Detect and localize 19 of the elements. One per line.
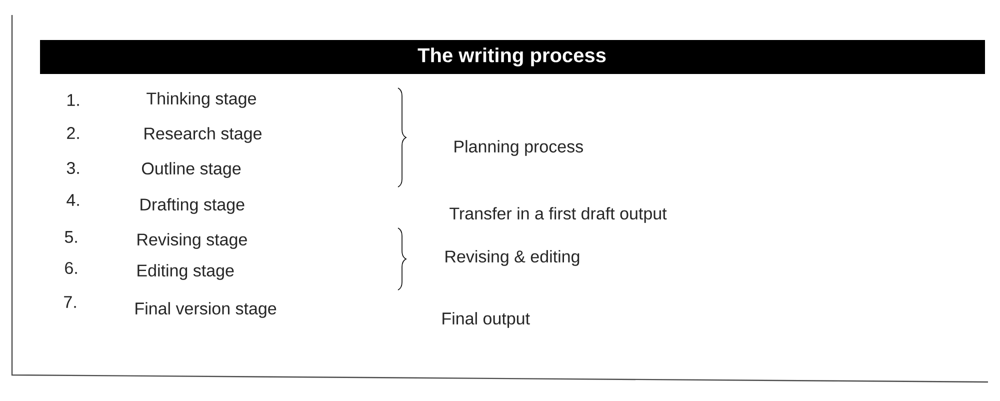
title-band: The writing process [40,40,985,74]
group-label: Planning process [454,140,583,156]
transfer-label: Transfer in a first draft output [450,207,667,223]
stage-name: Thinking stage [146,92,256,108]
step-number: 1. [68,94,79,106]
step-number: 2. [67,127,79,139]
step-number: 3. [66,162,79,174]
step-number: 7. [64,296,76,308]
step-number: 5. [64,231,77,243]
stage-name: Research stage [144,127,262,143]
step-number: 4. [66,194,79,206]
stage-name: Editing stage [138,264,234,280]
output-label: Final output [442,312,530,328]
stage-name: Drafting stage [140,198,244,214]
stage-name: Outline stage [142,162,241,178]
stage-name: Final version stage [136,302,276,318]
step-number: 6. [65,262,77,274]
stage-name: Revising stage [138,233,247,249]
group-label: Revising & editing [446,250,580,266]
